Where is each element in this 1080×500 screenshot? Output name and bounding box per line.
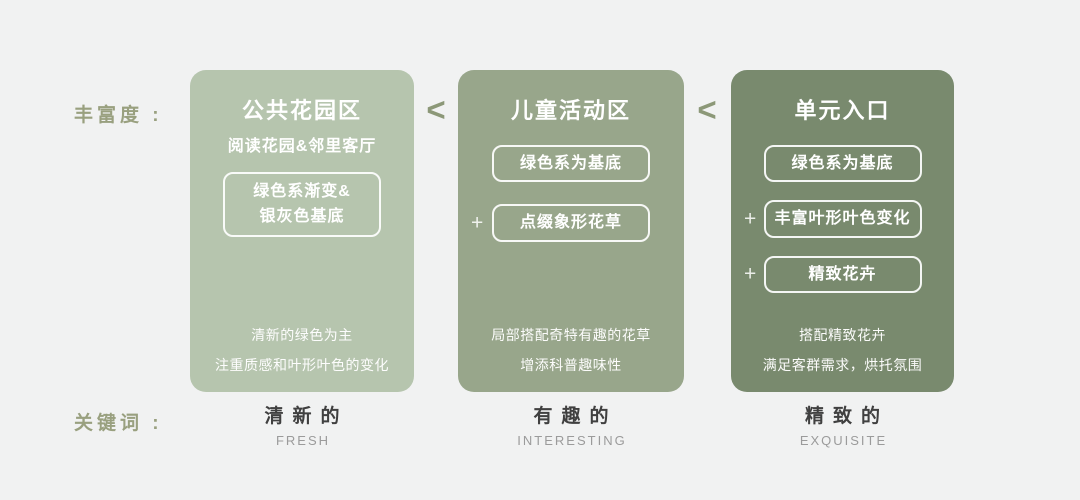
feature-box-row: + 精致花卉 bbox=[731, 255, 954, 294]
feature-box: 丰富叶形叶色变化 bbox=[763, 200, 922, 238]
card-description: 搭配精致花卉 满足客群需求，烘托氛围 bbox=[762, 326, 923, 373]
keyword-en: EXQUISITE bbox=[799, 433, 888, 448]
keyword-en: INTERESTING bbox=[517, 433, 627, 448]
richness-label: 丰富度 : bbox=[74, 105, 163, 126]
keyword-group-interesting: 有趣的 INTERESTING bbox=[458, 401, 684, 448]
card-title: 公共花园区 bbox=[241, 98, 362, 123]
feature-box-row: + 丰富叶形叶色变化 bbox=[731, 200, 954, 238]
keyword-cn: 有趣的 bbox=[533, 406, 618, 427]
feature-box: 绿色系为基底 bbox=[763, 144, 922, 183]
keyword-cn: 清新的 bbox=[264, 406, 349, 427]
feature-box: 绿色系为基底 bbox=[492, 144, 650, 183]
keyword-en: FRESH bbox=[275, 433, 331, 448]
less-than-icon: < bbox=[426, 91, 446, 128]
card-children-activity-zone: 儿童活动区 绿色系为基底 + 点缀象形花草 局部搭配奇特有趣的花草 增添科普趣味… bbox=[458, 70, 684, 392]
keywords-label: 关键词 : bbox=[74, 413, 163, 434]
less-than-icon: < bbox=[697, 91, 717, 128]
card-title: 单元入口 bbox=[794, 98, 891, 123]
card-title: 儿童活动区 bbox=[510, 98, 631, 123]
feature-box: 精致花卉 bbox=[763, 255, 922, 294]
plus-icon: + bbox=[744, 207, 757, 231]
keyword-group-fresh: 清新的 FRESH bbox=[190, 401, 414, 448]
card-description: 清新的绿色为主 注重质感和叶形叶色的变化 bbox=[215, 326, 389, 373]
plus-icon: + bbox=[744, 262, 757, 286]
card-public-garden-zone: 公共花园区 阅读花园&邻里客厅 绿色系渐变& 银灰色基底 清新的绿色为主 注重质… bbox=[190, 70, 414, 392]
feature-box-row: 绿色系渐变& 银灰色基底 bbox=[190, 171, 414, 237]
feature-box: 点缀象形花草 bbox=[492, 204, 650, 242]
feature-box-row: 绿色系为基底 bbox=[458, 144, 684, 183]
keyword-group-exquisite: 精致的 EXQUISITE bbox=[731, 401, 954, 448]
keyword-cn: 精致的 bbox=[804, 406, 889, 427]
feature-box-row: + 点缀象形花草 bbox=[458, 204, 684, 242]
plus-icon: + bbox=[471, 211, 484, 235]
feature-box: 绿色系渐变& 银灰色基底 bbox=[223, 171, 381, 237]
card-subtitle: 阅读花园&邻里客厅 bbox=[227, 137, 377, 155]
card-description: 局部搭配奇特有趣的花草 增添科普趣味性 bbox=[491, 326, 651, 373]
card-unit-entrance: 单元入口 绿色系为基底 + 丰富叶形叶色变化 + 精致花卉 搭配精致花卉 满足客… bbox=[731, 70, 954, 392]
feature-box-row: 绿色系为基底 bbox=[731, 144, 954, 183]
